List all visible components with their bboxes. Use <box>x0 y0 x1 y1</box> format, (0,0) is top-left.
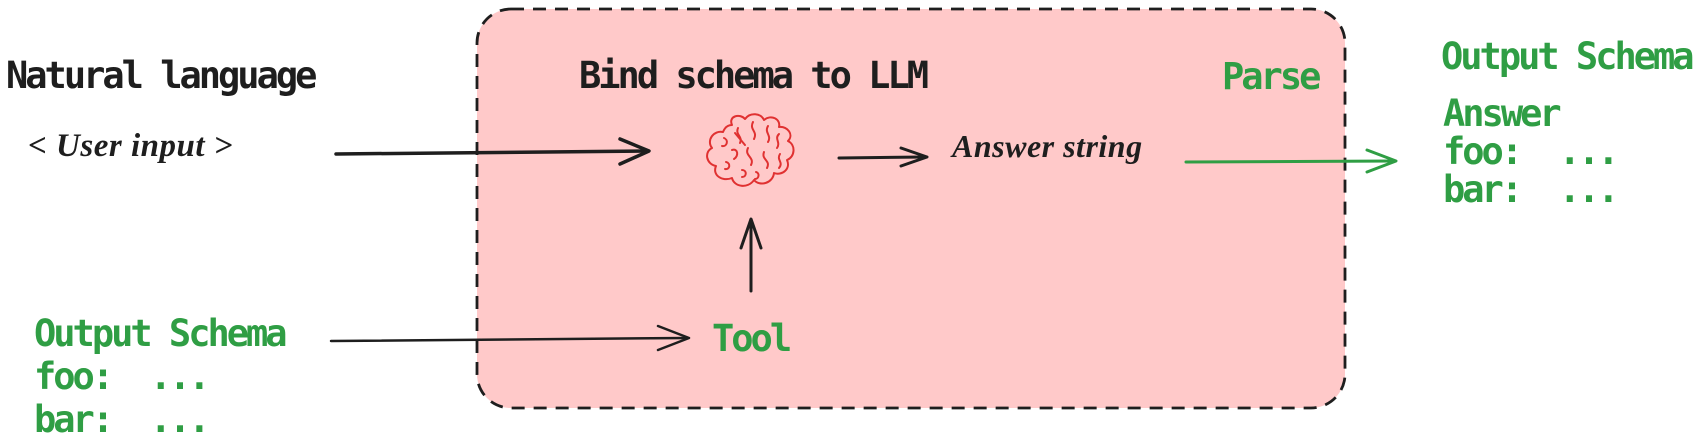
bind-schema-title: Bind schema to LLM <box>579 54 929 97</box>
output-schema-input-foo: foo: ... <box>34 355 210 398</box>
output-schema-input-block: Output Schema foo: ... bar: ... <box>34 312 288 441</box>
output-schema-result-foo: foo: ... <box>1443 130 1619 173</box>
output-schema-input-title: Output Schema <box>34 312 288 355</box>
parse-label: Parse <box>1222 55 1321 98</box>
answer-string-label: Answer string <box>952 128 1143 164</box>
output-schema-result-answer: Answer <box>1443 92 1562 135</box>
natural-language-label: Natural language <box>6 54 317 97</box>
tool-label: Tool <box>712 317 792 360</box>
brain-icon <box>706 113 795 187</box>
output-schema-input-bar: bar: ... <box>34 398 210 441</box>
output-schema-result-title: Output Schema <box>1441 35 1695 78</box>
user-input-label: < User input > <box>28 128 234 164</box>
output-schema-result-block: Answer foo: ... bar: ... <box>1443 92 1619 211</box>
output-schema-result-bar: bar: ... <box>1443 168 1619 211</box>
